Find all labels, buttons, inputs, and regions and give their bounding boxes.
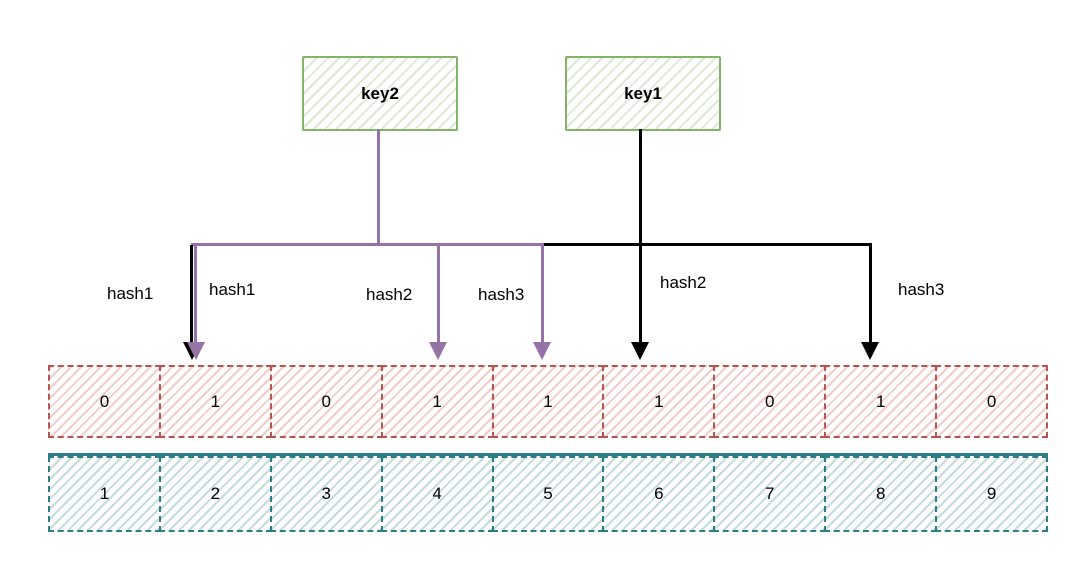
key2-box: key2	[302, 56, 458, 131]
index-array: 1 2 3 4 5 6 7 8 9	[48, 456, 1049, 532]
key1-box: key1	[565, 56, 721, 131]
bit-cell: 1	[491, 365, 605, 438]
key2-hash3-arrowhead-icon	[533, 342, 551, 360]
hash1-label-key1: hash1	[107, 284, 154, 303]
index-cell: 8	[824, 456, 938, 532]
index-cell: 1	[48, 456, 161, 532]
key2-hash2-arrowhead-icon	[429, 342, 447, 360]
key1-hash3-arrow-line	[869, 245, 872, 344]
bit-cell: 1	[824, 365, 938, 438]
key1-hash1-arrow-line	[190, 245, 193, 344]
key2-hash2-arrow-line	[437, 245, 440, 344]
bit-cell: 0	[935, 365, 1049, 438]
bit-array: 0 1 0 1 1 1 0 1 0	[48, 365, 1049, 438]
key2-hash3-arrow-line	[541, 245, 544, 344]
key1-label: key1	[624, 83, 662, 103]
bit-cell: 1	[158, 365, 272, 438]
key1-stem-line	[639, 129, 642, 344]
bit-cell: 1	[380, 365, 494, 438]
key2-hash1-arrowhead-icon	[187, 342, 205, 360]
hash2-label-key2: hash2	[366, 285, 413, 304]
index-cell: 9	[935, 456, 1049, 532]
key1-hash3-arrowhead-icon	[861, 342, 879, 360]
key2-stem-line	[377, 129, 380, 245]
bit-cell: 1	[602, 365, 716, 438]
index-cell: 2	[158, 456, 272, 532]
bit-cell: 0	[269, 365, 383, 438]
bit-cell: 0	[713, 365, 827, 438]
index-cell: 7	[713, 456, 827, 532]
hash3-label-key1: hash3	[898, 280, 945, 299]
hash1-label-key2: hash1	[209, 280, 256, 299]
index-cell: 3	[269, 456, 383, 532]
index-cell: 4	[380, 456, 494, 532]
key1-hash2-arrowhead-icon	[631, 342, 649, 360]
index-array-top-edge	[48, 453, 1048, 456]
key2-hash1-arrow-line	[194, 245, 197, 344]
bit-cell: 0	[48, 365, 161, 438]
hash3-label-key2: hash3	[478, 285, 525, 304]
hash2-label-key1: hash2	[660, 273, 707, 292]
index-cell: 5	[491, 456, 605, 532]
index-cell: 6	[602, 456, 716, 532]
key2-label: key2	[361, 83, 399, 103]
key2-horizontal-line	[191, 243, 544, 246]
